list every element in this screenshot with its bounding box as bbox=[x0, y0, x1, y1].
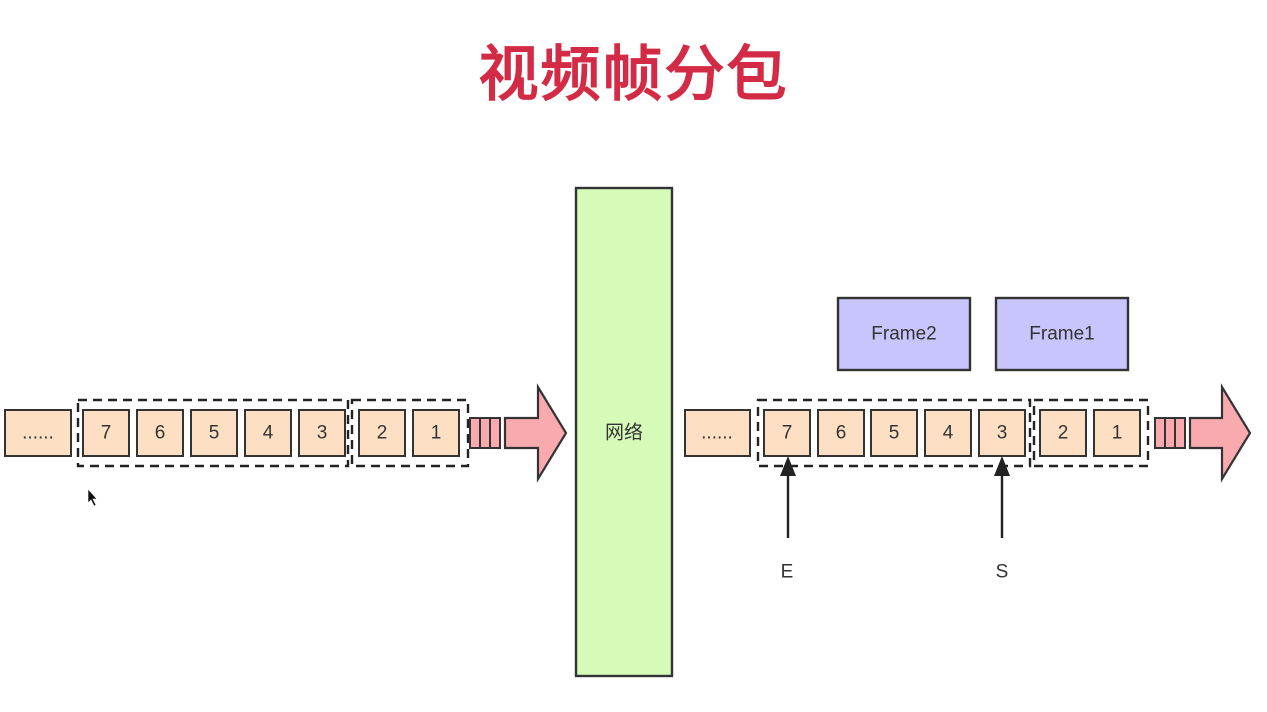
start-marker: S bbox=[994, 456, 1010, 583]
packet-6-left: 6 bbox=[136, 409, 184, 457]
packet-3-left: 3 bbox=[298, 409, 346, 457]
packet-7-left: 7 bbox=[82, 409, 130, 457]
receiver-stream: ...... 7 6 5 4 3 2 1 bbox=[684, 383, 1252, 483]
packet-4-right: 4 bbox=[924, 409, 972, 457]
packet-label: 7 bbox=[101, 423, 112, 444]
packet-label: 2 bbox=[1058, 423, 1069, 444]
packet-5-left: 5 bbox=[190, 409, 238, 457]
end-marker: E bbox=[780, 456, 796, 583]
mouse-cursor-icon bbox=[87, 488, 98, 507]
packet-5-right: 5 bbox=[870, 409, 918, 457]
packet-2-left: 2 bbox=[358, 409, 406, 457]
packet-label: 5 bbox=[889, 423, 900, 444]
tail-blocks-left bbox=[469, 417, 501, 449]
network-block: 网络 bbox=[574, 186, 674, 678]
packet-label: 2 bbox=[377, 423, 388, 444]
packet-ellipsis-left: ...... bbox=[4, 409, 72, 457]
packet-label: 5 bbox=[209, 423, 220, 444]
up-arrow-icon bbox=[780, 456, 796, 476]
packet-2-right: 2 bbox=[1039, 409, 1087, 457]
packet-1-left: 1 bbox=[412, 409, 460, 457]
packet-7-right: 7 bbox=[763, 409, 811, 457]
packet-label: 6 bbox=[836, 423, 847, 444]
tail-blocks-right bbox=[1154, 417, 1186, 449]
page-title: 视频帧分包 bbox=[478, 40, 789, 110]
frame2-box: Frame2 bbox=[836, 296, 972, 372]
packet-label: 1 bbox=[1112, 423, 1123, 444]
frame2-group-right bbox=[756, 398, 1032, 468]
network-label: 网络 bbox=[605, 422, 643, 444]
frame1-group-left bbox=[350, 398, 470, 468]
frame2-group-left bbox=[76, 398, 350, 468]
start-marker-label: S bbox=[996, 562, 1009, 583]
packet-label: 4 bbox=[943, 423, 954, 444]
packet-label: 4 bbox=[263, 423, 274, 444]
packet-6-right: 6 bbox=[817, 409, 865, 457]
frame1-box: Frame1 bbox=[994, 296, 1130, 372]
packet-ellipsis-right: ...... bbox=[684, 409, 751, 457]
packet-4-left: 4 bbox=[244, 409, 292, 457]
frame2-label: Frame2 bbox=[871, 324, 936, 345]
flow-arrow-right bbox=[1188, 383, 1252, 483]
packet-3-right: 3 bbox=[978, 409, 1026, 457]
end-marker-label: E bbox=[781, 562, 794, 583]
packet-label: 3 bbox=[997, 423, 1008, 444]
packet-label: 7 bbox=[782, 423, 793, 444]
packet-label: 1 bbox=[431, 423, 442, 444]
frame1-label: Frame1 bbox=[1029, 324, 1094, 345]
up-arrow-icon bbox=[994, 456, 1010, 476]
flow-arrow-left bbox=[503, 383, 568, 483]
sender-stream: ...... 7 6 5 4 3 2 1 bbox=[4, 383, 568, 483]
packet-1-right: 1 bbox=[1093, 409, 1141, 457]
ellipsis-label: ...... bbox=[701, 423, 733, 444]
packet-label: 6 bbox=[155, 423, 166, 444]
packet-label: 3 bbox=[317, 423, 328, 444]
ellipsis-label: ...... bbox=[22, 423, 54, 444]
